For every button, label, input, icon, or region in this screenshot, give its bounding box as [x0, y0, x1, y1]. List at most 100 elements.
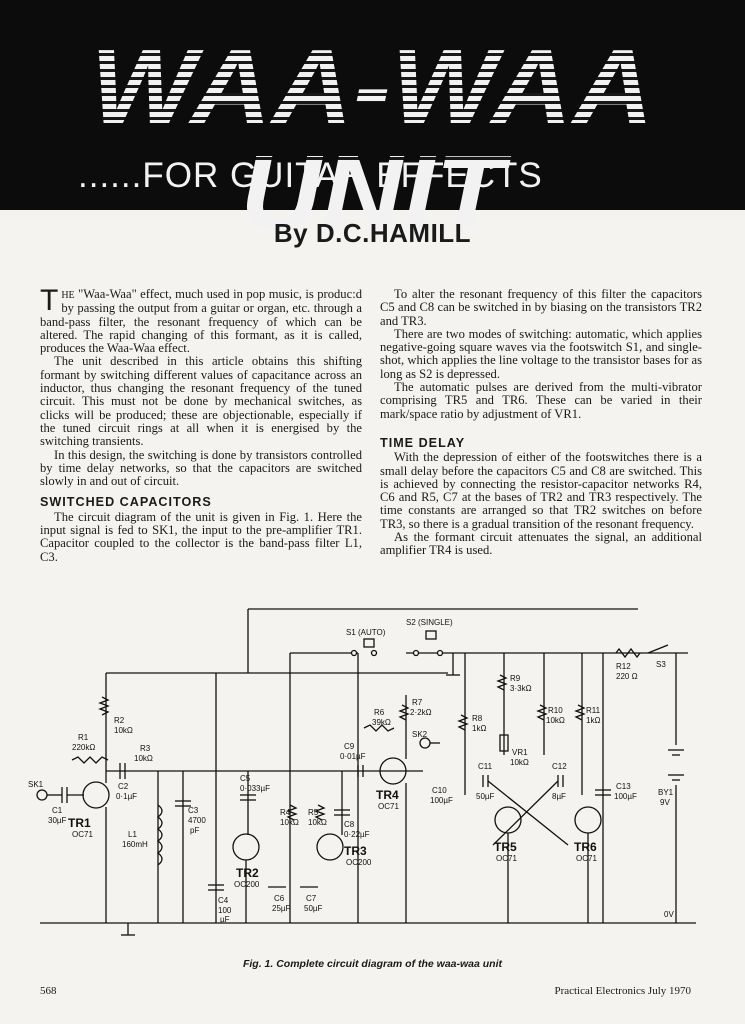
footswitch-body	[425, 630, 437, 640]
section-heading: TIME DELAY	[380, 435, 466, 450]
transistor-tr5-icon	[494, 806, 522, 834]
label-c3-unit: pF	[190, 826, 199, 835]
label-r7: R7	[412, 698, 423, 707]
label-r12-value: 220 Ω	[616, 672, 638, 681]
resistor-r4	[286, 804, 298, 821]
label-r2-value: 10kΩ	[114, 726, 133, 735]
label-l1-value: 160mH	[122, 840, 148, 849]
label-l1: L1	[128, 830, 137, 839]
resistor-r12	[615, 647, 641, 659]
s1-switch	[350, 638, 378, 657]
paragraph: The circuit diagram of the unit is given…	[40, 509, 362, 564]
label-r5-value: 10kΩ	[308, 818, 327, 827]
label-c13: C13	[616, 782, 631, 791]
resistor-r6	[363, 724, 395, 732]
section-heading: SWITCHED CAPACITORS	[40, 495, 212, 510]
label-tr4-type: OC71	[378, 802, 399, 811]
label-sk2: SK2	[412, 730, 428, 739]
label-r10-value: 10kΩ	[546, 716, 565, 725]
label-tr2-type: OC200	[234, 880, 260, 889]
title-banner: WAA-WAA UNIT ......FOR GUITAR EFFECTS	[0, 0, 745, 246]
label-r6-value: 39kΩ	[372, 718, 391, 727]
inductor-l1	[156, 804, 163, 866]
transistor-tr2-icon	[232, 833, 260, 861]
figure-caption: Fig. 1. Complete circuit diagram of the …	[242, 958, 503, 970]
resistor-r11	[574, 704, 586, 721]
label-s3: S3	[656, 660, 666, 669]
paragraph: In this design, the switching is done by…	[40, 447, 362, 489]
label-c6-value: 25µF	[272, 904, 291, 913]
label-r3: R3	[140, 744, 151, 753]
label-r8: R8	[472, 714, 483, 723]
cross-wire	[487, 780, 569, 846]
label-r4: R4	[280, 808, 291, 817]
publication-credit: Practical Electronics July 1970	[554, 985, 691, 997]
label-tr6-type: OC71	[576, 854, 597, 863]
label-tr4: TR4	[376, 788, 399, 802]
label-c8-value: 0·22µF	[344, 830, 370, 839]
switch-contact	[412, 649, 420, 657]
label-c3-value: 4700	[188, 816, 206, 825]
transistor-tr4-icon	[379, 757, 407, 785]
label-c13-value: 100µF	[614, 792, 637, 801]
label-c10-value: 100µF	[430, 796, 453, 805]
label-c3: C3	[188, 806, 199, 815]
resistor-r5	[314, 804, 326, 821]
resistor-r7	[398, 704, 410, 721]
label-r6: R6	[374, 708, 385, 717]
resistor-r2	[98, 696, 110, 716]
label-r4-value: 10kΩ	[280, 818, 299, 827]
potentiometer-vr1	[499, 734, 509, 752]
transistor-tr1-icon	[82, 781, 110, 809]
byline: By D.C.HAMILL	[273, 218, 472, 248]
label-c11: C11	[478, 762, 493, 771]
label-c2-value: 0·1µF	[116, 792, 137, 801]
label-by1-value: 9V	[660, 798, 670, 807]
label-c10: C10	[432, 786, 447, 795]
paragraph: The unit described in this article obtai…	[40, 354, 362, 449]
label-c9-value: 0·01µF	[340, 752, 366, 761]
label-c4-value: 100	[218, 906, 232, 915]
circuit-diagram: SK1 C1 30µF R1 220kΩ R2 10kΩ TR1 OC71 C2…	[28, 608, 696, 936]
resistor-r9	[496, 674, 508, 691]
switch-s3	[647, 644, 669, 654]
label-c5-value: 0·033µF	[240, 784, 270, 793]
label-c1: C1	[52, 806, 63, 815]
label-c7-value: 50µF	[304, 904, 323, 913]
label-tr1-type: OC71	[72, 830, 93, 839]
label-c12-value: 8µF	[552, 792, 566, 801]
label-c11-value: 50µF	[476, 792, 495, 801]
label-tr2: TR2	[236, 866, 259, 880]
label-c7: C7	[306, 894, 317, 903]
article-subtitle: ......FOR GUITAR EFFECTS	[78, 156, 543, 195]
label-tr3-type: OC200	[346, 858, 372, 867]
s2-switch	[412, 630, 444, 657]
switch-contact	[370, 649, 378, 657]
switch-contact	[350, 649, 358, 657]
label-c9: C9	[344, 742, 355, 751]
sk2-socket-icon	[419, 737, 431, 749]
label-r5: R5	[308, 808, 319, 817]
label-by1: BY1	[658, 788, 674, 797]
label-r9: R9	[510, 674, 521, 683]
paragraph: There are two modes of switching: automa…	[380, 326, 702, 381]
transistor-tr6-icon	[574, 806, 602, 834]
label-r11: R11	[586, 706, 601, 715]
label-r1-value: 220kΩ	[72, 743, 95, 752]
sk1-socket-icon	[36, 789, 48, 801]
paragraph: The automatic pulses are derived from th…	[380, 380, 702, 421]
label-c8: C8	[344, 820, 355, 829]
label-r3-value: 10kΩ	[134, 754, 153, 763]
resistor-r8	[457, 714, 469, 731]
label-r7-value: 2·2kΩ	[410, 708, 432, 717]
paragraph: With the depression of either of the foo…	[380, 450, 702, 531]
label-vr1-value: 10kΩ	[510, 758, 529, 767]
label-tr6: TR6	[574, 840, 597, 854]
label-r10: R10	[548, 706, 563, 715]
label-s1: S1 (AUTO)	[346, 628, 386, 637]
label-r8-value: 1kΩ	[472, 724, 486, 733]
title-stripe-overlay	[40, 40, 700, 165]
label-tr5-type: OC71	[496, 854, 517, 863]
label-tr3: TR3	[344, 844, 367, 858]
